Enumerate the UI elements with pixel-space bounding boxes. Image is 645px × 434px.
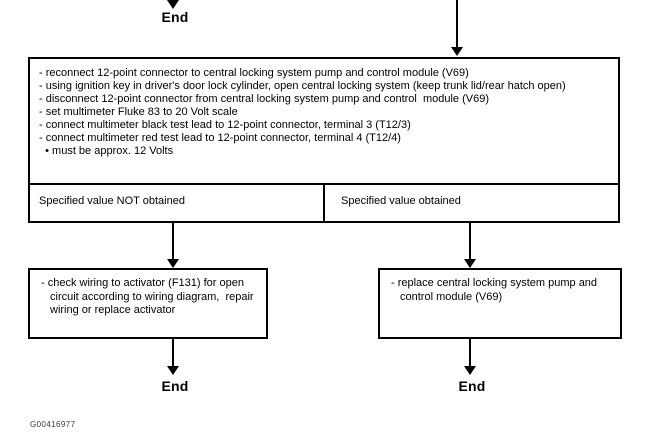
connector-line-right	[469, 223, 471, 261]
procedure-step: • must be approx. 12 Volts	[39, 145, 174, 157]
connector-line-top	[456, 0, 458, 49]
procedure-step: - using ignition key in driver's door lo…	[39, 80, 566, 92]
arrow-down-icon	[464, 366, 476, 375]
procedure-step: - connect multimeter red test lead to 12…	[39, 132, 401, 144]
end-terminator-right: End	[458, 378, 486, 394]
procedure-step: - set multimeter Fluke 83 to 20 Volt sca…	[39, 106, 238, 118]
connector-line-left-end	[172, 339, 174, 368]
arrow-down-icon	[167, 259, 179, 268]
connector-line-left	[172, 223, 174, 261]
arrow-down-icon	[464, 259, 476, 268]
outcome-obtained: Specified value obtained	[341, 195, 461, 207]
procedure-step: - reconnect 12-point connector to centra…	[39, 67, 469, 79]
procedure-step: - connect multimeter black test lead to …	[39, 119, 411, 131]
action-box-check-wiring: - check wiring to activator (F131) for o…	[28, 268, 268, 339]
procedure-text: - reconnect 12-point connector to centra…	[30, 59, 618, 185]
figure-id: G00416977	[30, 420, 76, 429]
connector-line-right-end	[469, 339, 471, 368]
procedure-box: - reconnect 12-point connector to centra…	[28, 57, 620, 223]
end-terminator-top: End	[161, 9, 189, 25]
action-text: - check wiring to activator (F131) for o…	[41, 277, 257, 316]
action-box-replace-module: - replace central locking system pump an…	[378, 268, 622, 339]
arrow-down-icon	[451, 47, 463, 56]
outcome-not-obtained: Specified value NOT obtained	[30, 185, 325, 221]
end-terminator-left: End	[161, 378, 189, 394]
arrow-down-icon	[167, 366, 179, 375]
action-text: - replace central locking system pump an…	[391, 277, 601, 303]
procedure-step: - disconnect 12-point connector from cen…	[39, 93, 489, 105]
outcome-row: Specified value NOT obtained Specified v…	[30, 185, 618, 221]
arrow-down-icon	[167, 0, 179, 9]
